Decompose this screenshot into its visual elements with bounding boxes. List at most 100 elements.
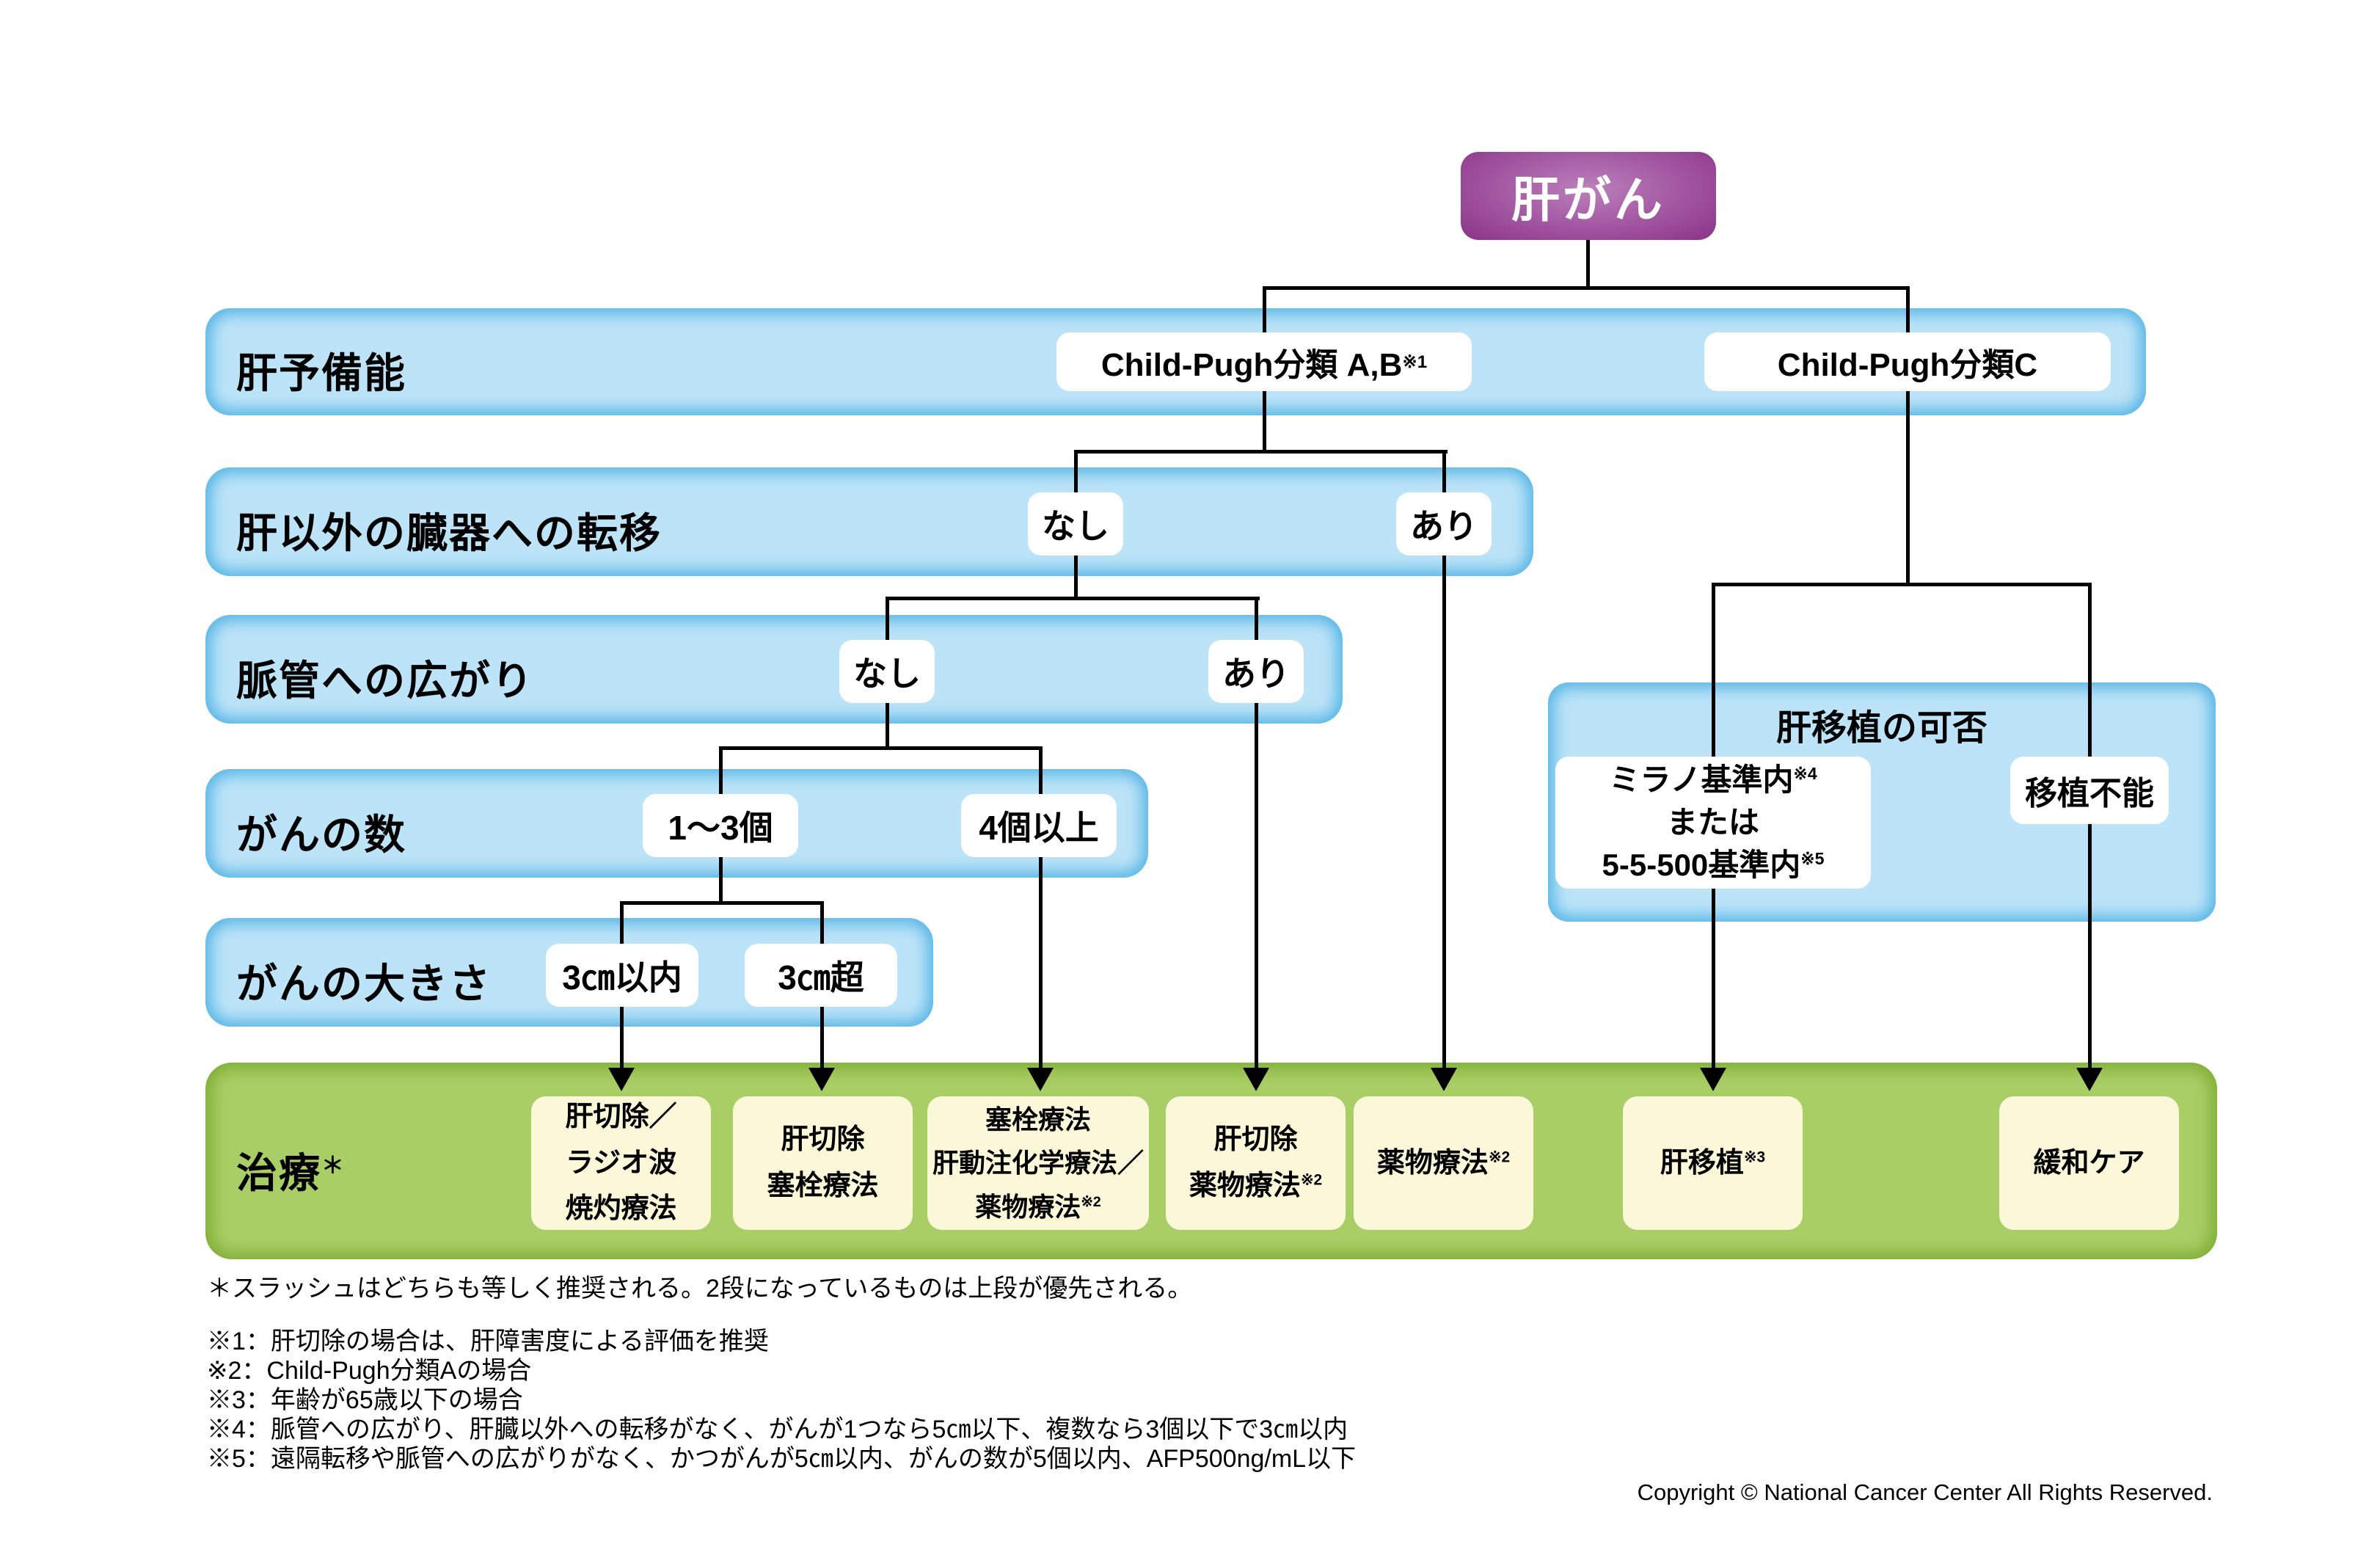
node-transplant-not-possible: 移植不能: [2010, 757, 2169, 824]
line-cp-c-down: [1906, 382, 1910, 586]
node-metastasis-none-label: なし: [1042, 507, 1109, 545]
node-vascular-none: なし: [839, 640, 935, 703]
row-label-vascular-invasion: 脈管への広がり: [236, 658, 534, 704]
node-milano-criteria: ミラノ基準内※4 または 5-5-500基準内※5: [1555, 757, 1871, 889]
treatment-line-text: 焼灼療法: [565, 1193, 677, 1225]
line-to-meta-yes: [1442, 450, 1446, 509]
node-metastasis-none: なし: [1028, 492, 1123, 556]
node-child-pugh-ab-sup: ※1: [1402, 352, 1428, 372]
line-to-vasc-none: [886, 597, 889, 655]
footnote-1: ※1：肝切除の場合は、肝障害度による評価を推奨: [207, 1328, 769, 1355]
node-count-4plus: 4個以上: [961, 794, 1117, 857]
arrow-down-icon: [1027, 1068, 1054, 1091]
node-child-pugh-c-label: Child-Pugh分類C: [1777, 347, 2038, 383]
milano-line-3-sup: ※5: [1800, 848, 1825, 868]
node-child-pugh-ab: Child-Pugh分類 A,B※1: [1056, 332, 1472, 391]
milano-line-1-sup: ※4: [1793, 764, 1817, 784]
line-vasc-none-down: [886, 693, 889, 750]
treatment-label-asterisk: ＊: [321, 1152, 346, 1179]
arrow-down-icon: [1431, 1068, 1457, 1091]
line-root-down: [1586, 235, 1590, 290]
node-size-within-3cm-label: 3㎝以内: [562, 958, 682, 997]
root-node-label: 肝がん: [1511, 172, 1665, 227]
node-size-within-3cm: 3㎝以内: [546, 944, 698, 1007]
treatment-box-drug-therapy: 薬物療法※2: [1354, 1096, 1533, 1230]
milano-line-1-text: ミラノ基準内: [1609, 762, 1794, 798]
node-child-pugh-c: Child-Pugh分類C: [1704, 332, 2111, 391]
treatment-line: ラジオ波: [565, 1147, 677, 1179]
line-size-over-to-treatment: [820, 998, 824, 1071]
node-vascular-yes-label: あり: [1222, 655, 1290, 693]
treatment-line: 肝移植※3: [1660, 1140, 1765, 1187]
treatment-line: 肝切除: [1213, 1124, 1298, 1156]
treatment-line-text: 緩和ケア: [2033, 1147, 2145, 1179]
treatment-box-palliative-care: 緩和ケア: [1999, 1096, 2179, 1230]
footnote-5: ※5：遠隔転移や脈管への広がりがなく、かつがんが5㎝以内、がんの数が5個以内、A…: [207, 1445, 1357, 1473]
band-extrahepatic-metastasis: [205, 467, 1533, 576]
line-root-split: [1263, 286, 1910, 290]
line-to-cp-ab: [1263, 286, 1266, 345]
treatment-line: 薬物療法※2: [1189, 1163, 1322, 1209]
line-to-not-possible: [2088, 583, 2092, 781]
root-node-liver-cancer: 肝がん: [1461, 152, 1716, 240]
arrow-down-icon: [2076, 1068, 2103, 1091]
arrow-down-icon: [608, 1068, 635, 1091]
treatment-line: 塞栓療法: [985, 1104, 1091, 1135]
treatment-line: 肝切除／: [565, 1101, 677, 1132]
milano-line-3-text: 5-5-500基準内: [1602, 847, 1801, 882]
row-label-liver-reserve: 肝予備能: [236, 350, 406, 396]
row-label-tumor-size: がんの大きさ: [236, 961, 492, 1007]
node-count-1-3: 1〜3個: [643, 794, 798, 857]
treatment-line-sup: ※2: [1300, 1171, 1323, 1189]
treatment-line: 薬物療法※2: [975, 1185, 1101, 1228]
treatment-line-text: 塞栓療法: [767, 1170, 879, 1201]
treatment-line-text: 肝移植: [1660, 1147, 1744, 1179]
row-label-tumor-count: がんの数: [236, 812, 406, 858]
node-vascular-yes: あり: [1208, 640, 1304, 703]
treatment-line: 肝動注化学療法／: [932, 1148, 1144, 1179]
line-to-count-1-3: [719, 746, 723, 809]
line-to-cp-c: [1906, 286, 1910, 345]
line-milano-to-treatment: [1712, 873, 1715, 1071]
treatment-line: 肝切除: [781, 1124, 865, 1156]
line-vasc-yes-to-treatment: [1255, 693, 1258, 1071]
treatment-box-resection-drug: 肝切除 薬物療法※2: [1166, 1096, 1346, 1230]
line-to-size-over: [820, 901, 824, 960]
treatment-line-sup: ※2: [1488, 1148, 1511, 1165]
node-count-1-3-label: 1〜3個: [668, 809, 773, 847]
line-count-1-3-down: [719, 848, 723, 905]
node-metastasis-yes: あり: [1396, 492, 1492, 556]
arrow-down-icon: [1700, 1068, 1726, 1091]
treatment-line-sup: ※3: [1743, 1148, 1766, 1165]
row-label-treatment: 治療＊: [236, 1140, 346, 1200]
treatment-line: 緩和ケア: [2033, 1140, 2144, 1187]
footnote-3: ※3：年齢が65歳以下の場合: [207, 1386, 523, 1414]
arrow-down-icon: [1243, 1068, 1269, 1091]
line-size-within-to-treatment: [620, 998, 624, 1071]
treatment-line: 焼灼療法: [565, 1186, 676, 1232]
milano-line-2: または: [1666, 805, 1759, 840]
treatment-box-resection-rfa: 肝切除／ ラジオ波 焼灼療法: [531, 1096, 711, 1230]
footnote-slash: ＊スラッシュはどちらも等しく推奨される。2段になっているものは上段が優先される。: [207, 1275, 1193, 1303]
arrow-down-icon: [808, 1068, 835, 1091]
footnote-2: ※2：Child-Pugh分類Aの場合: [207, 1357, 532, 1385]
node-count-4plus-label: 4個以上: [979, 809, 1099, 847]
milano-line-1: ミラノ基準内※4: [1609, 759, 1817, 801]
line-to-milano: [1712, 583, 1715, 781]
line-cp-ab-down: [1263, 382, 1266, 454]
line-to-vasc-yes: [1255, 597, 1258, 655]
treatment-line: 塞栓療法: [767, 1163, 878, 1209]
node-metastasis-yes-label: あり: [1410, 507, 1478, 545]
node-vascular-none-label: なし: [853, 655, 921, 693]
node-transplant-not-possible-label: 移植不能: [2025, 776, 2154, 812]
node-size-over-3cm-label: 3㎝超: [778, 958, 864, 997]
line-count-4plus-to-treatment: [1039, 848, 1043, 1071]
line-to-meta-none: [1074, 450, 1078, 509]
milano-line-3: 5-5-500基準内※5: [1602, 844, 1825, 886]
line-not-possible-to-treatment: [2088, 815, 2092, 1071]
line-meta-none-down: [1074, 547, 1078, 600]
treatment-box-resection-embolization: 肝切除 塞栓療法: [733, 1096, 913, 1230]
footnote-4: ※4：脈管への広がり、肝臓以外への転移がなく、がんが1つなら5㎝以下、複数なら3…: [207, 1416, 1348, 1443]
line-size-split: [620, 901, 824, 905]
